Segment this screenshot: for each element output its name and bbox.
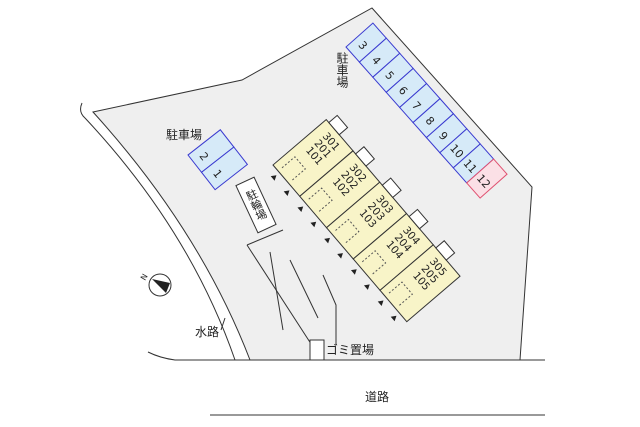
unit-outline <box>379 244 461 323</box>
unit-interior-line <box>308 187 333 212</box>
waterway-leader <box>220 317 226 331</box>
entrance-marker-icon <box>270 175 290 196</box>
entrance-marker-icon <box>377 300 397 322</box>
waterway-line <box>80 102 236 361</box>
road-label: 道路 <box>365 389 389 404</box>
north-label: N <box>139 272 150 282</box>
driveway-line <box>289 259 319 319</box>
unit-interior-line <box>388 281 414 306</box>
driveway-line <box>246 229 284 246</box>
parking-space: 5 <box>372 52 414 94</box>
waterway-label: 水路 <box>195 324 219 339</box>
driveway-line <box>269 251 284 331</box>
parking-space: 12 <box>465 158 508 199</box>
parking-left: 21 <box>187 129 249 191</box>
unit-interior-line <box>281 156 307 181</box>
parking-space: 11 <box>452 143 495 184</box>
apartment-building: 3012011013022021023032031033042041043052… <box>270 114 461 323</box>
entrance-marker-icon <box>297 206 317 228</box>
parking-space: 7 <box>398 82 441 124</box>
entrance-marker-icon <box>324 237 343 259</box>
parking-space: 10 <box>439 128 481 169</box>
boundary-line <box>147 351 545 361</box>
driveway-line <box>246 244 316 351</box>
garbage-box <box>309 339 325 361</box>
parking-space: 6 <box>385 67 428 109</box>
entrance-marker-icon <box>350 269 370 290</box>
unit-interior-line <box>361 250 387 275</box>
parking-space: 1 <box>200 146 249 191</box>
parking-space-box <box>465 158 508 199</box>
parking-space: 4 <box>358 37 401 78</box>
staircase <box>408 208 429 230</box>
staircase <box>381 177 402 199</box>
garbage-label: ゴミ置場 <box>326 342 374 357</box>
bicycle-parking-box <box>235 176 277 234</box>
staircase <box>435 240 456 261</box>
staircase <box>354 146 376 167</box>
parking-space: 9 <box>425 113 468 154</box>
staircase <box>328 114 349 136</box>
parking-left-label: 駐車場 <box>166 127 202 142</box>
unit-interior-line <box>335 218 360 244</box>
driveway-line <box>322 274 337 345</box>
parking-space-box <box>200 146 249 191</box>
parking-right-label: 駐車場 <box>335 51 349 89</box>
compass-north-icon: N <box>139 272 172 297</box>
parking-space: 8 <box>412 97 455 139</box>
